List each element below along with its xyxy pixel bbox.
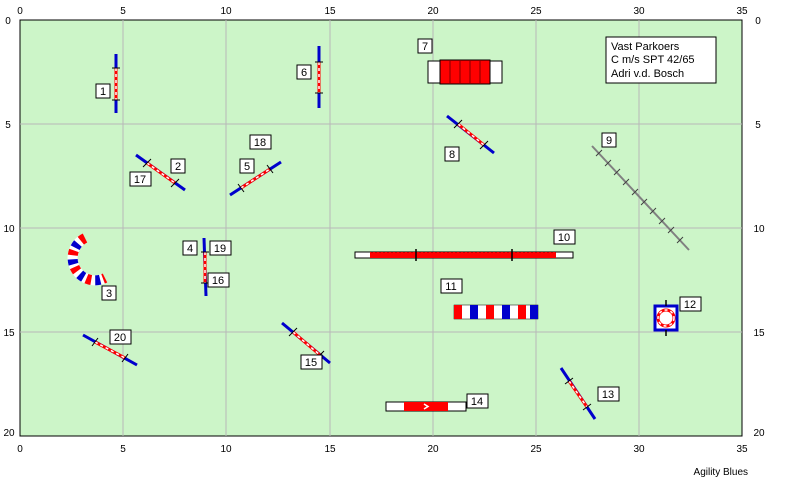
x-tick-bottom: 5 — [120, 444, 126, 455]
jump-6[interactable] — [315, 46, 323, 108]
x-tick-bottom: 30 — [633, 444, 645, 455]
right-axis: 0 5 10 15 20 — [753, 16, 765, 439]
svg-text:10: 10 — [558, 232, 570, 244]
tunnel-3[interactable] — [67, 233, 108, 286]
course-info-box: Vast Parkoers C m/s SPT 42/65 Adri v.d. … — [605, 36, 717, 84]
y-tick-left: 20 — [3, 428, 15, 439]
jump-5-18[interactable] — [229, 160, 282, 197]
svg-text:20: 20 — [114, 332, 126, 344]
label-8: 8 — [444, 146, 460, 162]
svg-text:3: 3 — [106, 288, 112, 300]
dogwalk-10[interactable] — [354, 249, 574, 261]
y-tick-left: 5 — [5, 120, 11, 131]
label-1: 1 — [95, 83, 111, 99]
label-16: 16 — [207, 272, 230, 288]
svg-text:14: 14 — [471, 396, 483, 408]
grid — [20, 20, 742, 436]
label-14: 14 — [466, 393, 489, 409]
credit-text: Agility Blues — [694, 467, 748, 478]
x-tick-bottom: 35 — [736, 444, 748, 455]
y-tick-left: 15 — [3, 328, 15, 339]
table-14[interactable] — [385, 401, 467, 412]
label-12: 12 — [679, 296, 702, 312]
top-axis: 0 5 10 15 20 25 30 35 — [17, 6, 748, 17]
x-tick-bottom: 0 — [17, 444, 23, 455]
label-3: 3 — [101, 285, 117, 301]
svg-text:9: 9 — [606, 135, 612, 147]
x-tick-top: 10 — [220, 6, 232, 17]
svg-text:19: 19 — [214, 243, 226, 255]
svg-text:1: 1 — [100, 86, 106, 98]
x-tick-top: 30 — [633, 6, 645, 17]
jump-20[interactable] — [82, 333, 138, 367]
label-4: 4 — [182, 240, 198, 256]
label-13: 13 — [597, 386, 620, 402]
label-7: 7 — [417, 38, 433, 54]
svg-text:13: 13 — [602, 389, 614, 401]
weave-poles-9[interactable] — [591, 145, 690, 251]
x-tick-top: 25 — [530, 6, 542, 17]
course-class: C m/s SPT 42/65 — [611, 54, 695, 66]
svg-text:7: 7 — [422, 41, 428, 53]
svg-text:17: 17 — [134, 174, 146, 186]
left-axis: 0 5 10 15 20 — [3, 16, 15, 439]
bottom-axis: 0 5 10 15 20 25 30 35 — [17, 444, 748, 455]
x-tick-top: 35 — [736, 6, 748, 17]
label-18: 18 — [249, 134, 272, 150]
y-tick-left: 0 — [5, 16, 11, 27]
svg-text:4: 4 — [187, 243, 193, 255]
svg-text:8: 8 — [449, 149, 455, 161]
svg-text:2: 2 — [175, 161, 181, 173]
x-tick-bottom: 10 — [220, 444, 232, 455]
x-tick-bottom: 15 — [324, 444, 336, 455]
y-tick-right: 0 — [755, 16, 761, 27]
jump-8[interactable] — [446, 114, 495, 155]
svg-text:6: 6 — [301, 67, 307, 79]
x-tick-top: 15 — [324, 6, 336, 17]
x-tick-top: 5 — [120, 6, 126, 17]
svg-text:16: 16 — [212, 275, 224, 287]
x-tick-top: 0 — [17, 6, 23, 17]
svg-text:11: 11 — [445, 281, 456, 293]
y-tick-right: 10 — [753, 224, 765, 235]
svg-text:5: 5 — [244, 161, 250, 173]
y-tick-right: 5 — [755, 120, 761, 131]
svg-text:15: 15 — [305, 357, 317, 369]
jump-13[interactable] — [559, 367, 597, 420]
label-2: 2 — [170, 158, 186, 174]
label-11: 11 — [440, 278, 463, 294]
y-tick-right: 20 — [753, 428, 765, 439]
label-15: 15 — [300, 354, 323, 370]
y-tick-left: 10 — [3, 224, 15, 235]
course-judge: Adri v.d. Bosch — [611, 68, 684, 80]
label-5: 5 — [239, 158, 255, 174]
label-19: 19 — [209, 240, 232, 256]
longjump-11[interactable] — [453, 304, 539, 320]
jump-2-17[interactable] — [135, 153, 186, 192]
svg-text:12: 12 — [684, 299, 696, 311]
x-tick-top: 20 — [427, 6, 439, 17]
x-tick-bottom: 20 — [427, 444, 439, 455]
label-9: 9 — [601, 132, 617, 148]
label-10: 10 — [553, 229, 576, 245]
jump-1[interactable] — [112, 54, 120, 113]
course-name: Vast Parkoers — [611, 41, 680, 53]
svg-text:18: 18 — [254, 137, 266, 149]
x-tick-bottom: 25 — [530, 444, 542, 455]
wall-7[interactable] — [427, 59, 503, 85]
label-20: 20 — [109, 329, 132, 345]
label-17: 17 — [129, 171, 152, 187]
label-6: 6 — [296, 64, 312, 80]
tire-12[interactable] — [653, 300, 679, 336]
y-tick-right: 15 — [753, 328, 765, 339]
